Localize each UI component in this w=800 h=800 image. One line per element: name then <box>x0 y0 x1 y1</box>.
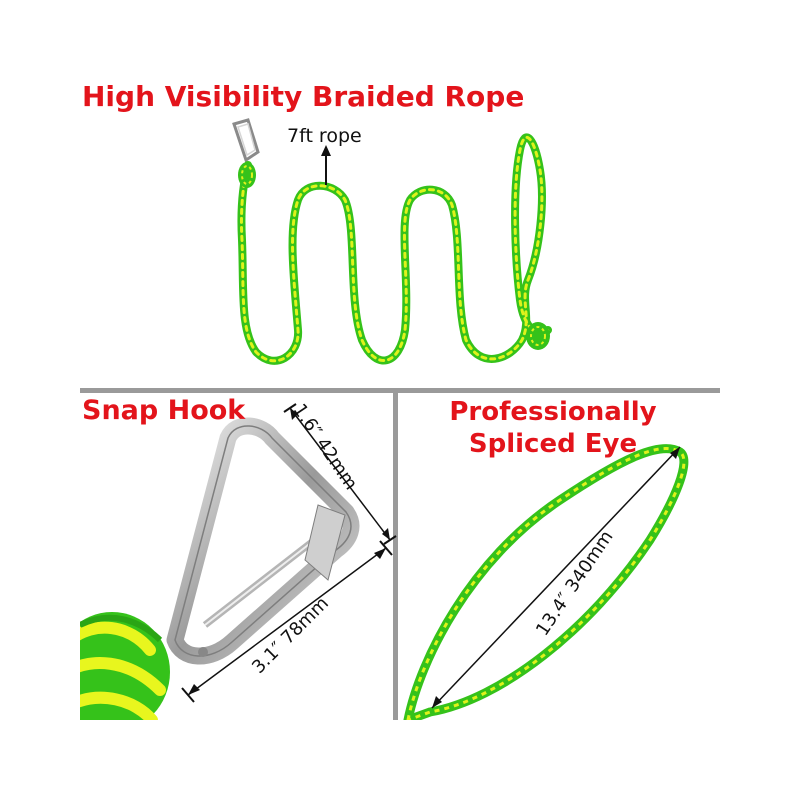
horizontal-divider <box>80 388 720 393</box>
rope-length-label: 7ft rope <box>287 125 362 147</box>
snap-hook-detail <box>80 417 360 720</box>
rope-overview-panel <box>0 0 800 388</box>
spliced-eye-title: Professionally Spliced Eye <box>449 397 657 459</box>
hook-dimension-lines <box>181 403 397 703</box>
snap-hook-icon <box>232 118 260 163</box>
arrow-up-icon <box>321 145 331 185</box>
vertical-divider <box>393 393 398 720</box>
braided-rope-icon <box>237 133 552 365</box>
snap-hook-title: Snap Hook <box>82 395 246 426</box>
spliced-eye-detail <box>403 444 689 720</box>
eye-dimension-line <box>431 446 681 709</box>
main-title: High Visibility Braided Rope <box>82 80 525 113</box>
